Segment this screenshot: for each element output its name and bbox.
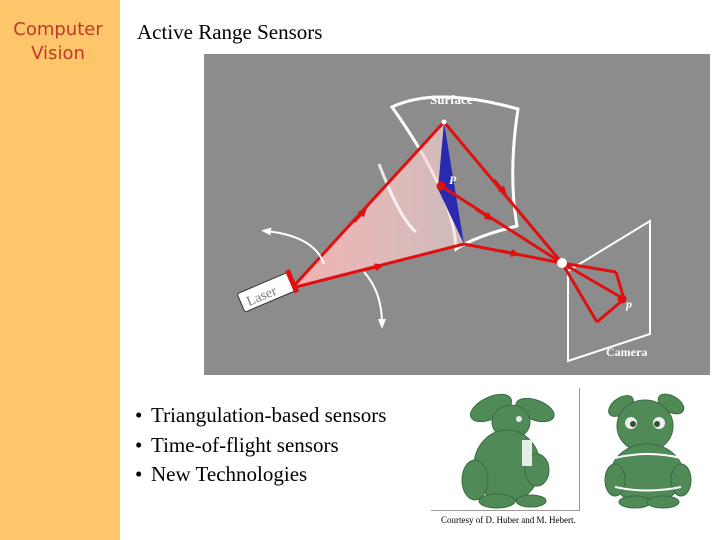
- bullet-item: •Triangulation-based sensors: [135, 401, 386, 431]
- surface-label: Surface: [430, 92, 473, 107]
- sidebar-title: Computer Vision: [0, 18, 116, 66]
- sidebar-title-line1: Computer: [0, 18, 116, 42]
- bullet-item: •New Technologies: [135, 460, 386, 490]
- surface-top-point: [442, 120, 447, 125]
- scanned-model-photo-left: [431, 388, 580, 511]
- scanned-model-photo-right: [585, 388, 710, 510]
- triangulation-diagram: Laser Surface P p Camera: [204, 54, 710, 375]
- point-p-label: p: [625, 297, 632, 311]
- sidebar: Computer Vision: [0, 0, 120, 540]
- sidebar-title-line2: Vision: [0, 42, 116, 66]
- surface-point-P: [437, 182, 446, 191]
- point-P-label: P: [449, 173, 457, 187]
- bullet-item: •Time-of-flight sensors: [135, 431, 386, 461]
- image-credit: Courtesy of D. Huber and M. Hebert.: [441, 515, 576, 525]
- camera-center: [557, 258, 567, 268]
- slide-title: Active Range Sensors: [137, 20, 322, 45]
- bullet-list: •Triangulation-based sensors •Time-of-fl…: [135, 401, 386, 490]
- camera-label: Camera: [606, 345, 647, 359]
